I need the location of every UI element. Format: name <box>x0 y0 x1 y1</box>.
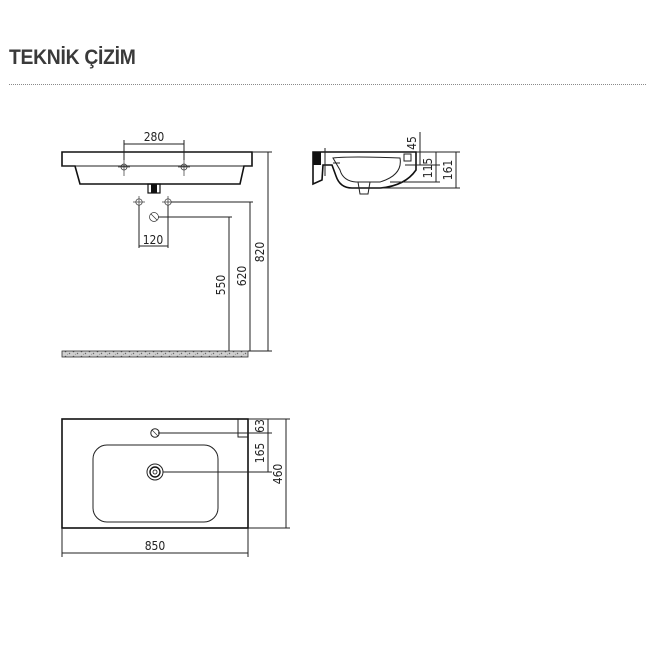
top-view: 63 165 460 850 <box>61 418 290 557</box>
tap-hole-markers <box>118 158 190 176</box>
dim-depth: 460 <box>271 464 285 485</box>
basin-top-outline <box>61 418 249 529</box>
dim-tap-spacing: 280 <box>144 130 165 144</box>
dim-drain-spacing: 120 <box>143 233 164 247</box>
side-view: 45 115 161 <box>312 132 460 195</box>
dim-total-depth: 161 <box>441 160 455 181</box>
floor <box>61 350 249 358</box>
dim-tap-offset: 63 <box>253 419 267 433</box>
bowl-opening <box>92 444 219 523</box>
dim-drain-height: 550 <box>214 275 228 296</box>
front-view: 280 120 550 620 820 <box>61 130 272 358</box>
page-title: TEKNİK ÇİZİM <box>9 46 136 69</box>
dim-width: 850 <box>145 539 166 553</box>
dim-drain-offset: 165 <box>253 443 267 464</box>
basin-side-outline <box>312 151 417 189</box>
basin-front-outline <box>61 151 253 185</box>
dim-supply-height: 620 <box>235 266 249 287</box>
title-divider <box>9 84 646 85</box>
dim-rim: 45 <box>405 136 419 150</box>
dim-bowl-depth: 115 <box>421 158 435 179</box>
dim-total-height: 820 <box>253 242 267 263</box>
